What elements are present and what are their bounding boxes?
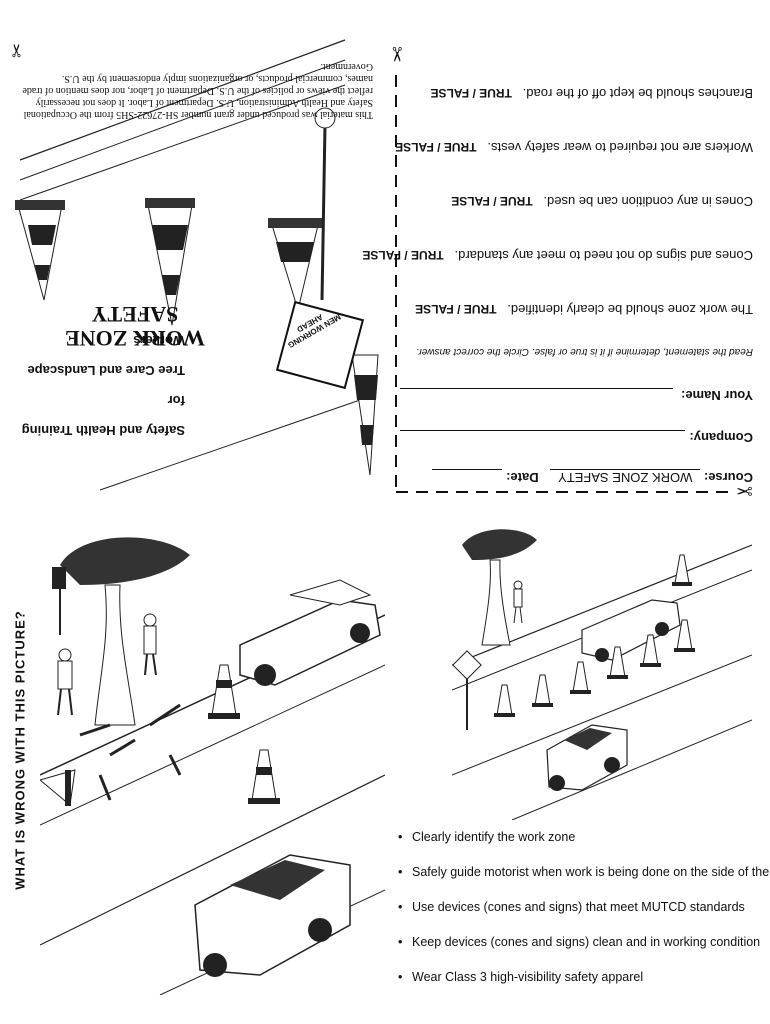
company-input-line[interactable] — [400, 430, 685, 431]
true-false-option[interactable]: TRUE / FALSE — [451, 194, 533, 208]
date-label: Date: — [506, 470, 539, 485]
cone-icon — [145, 198, 195, 326]
cover-illustration: ✂ — [15, 39, 379, 491]
cone-icon — [208, 664, 240, 719]
statement-1: The work zone should be clearly identifi… — [415, 302, 753, 317]
statement-2: Cones and signs do not need to meet any … — [362, 248, 753, 263]
list-item: Use devices (cones and signs) that meet … — [398, 890, 768, 925]
wrong-scene-illustration — [40, 537, 385, 995]
true-false-option[interactable]: TRUE / FALSE — [415, 302, 497, 316]
cone-icon — [268, 218, 322, 312]
cone-icon — [607, 646, 628, 679]
worker-icon — [513, 580, 523, 624]
name-field: Your Name: — [681, 388, 753, 403]
true-false-option[interactable]: TRUE / FALSE — [362, 248, 444, 262]
statement-5: Branches should be kept off of the road.… — [430, 86, 754, 101]
question-text: WHAT IS WRONG WITH THIS PICTURE? — [12, 610, 28, 890]
fallen-cone-icon — [40, 769, 76, 806]
list-item: Safely guide motorist when work is being… — [398, 855, 770, 890]
cone-icon — [15, 200, 65, 301]
cone-icon — [640, 634, 661, 667]
cover-subtitle-line1: Safety and Health Training for — [21, 393, 185, 438]
grant-disclaimer: This material was produced under grant n… — [22, 61, 373, 120]
company-label: Company: — [689, 430, 753, 445]
course-value: WORK ZONE SAFETY — [550, 469, 701, 485]
cone-icon — [674, 619, 695, 652]
cone-icon — [248, 749, 280, 804]
tree-icon — [462, 529, 537, 646]
cone-icon — [351, 354, 379, 476]
name-input-line[interactable] — [400, 388, 673, 389]
course-field: Course: WORK ZONE SAFETY Date: — [432, 469, 753, 485]
tree-icon — [60, 537, 190, 726]
cover-subtitle: Safety and Health Training for Tree Care… — [5, 325, 185, 445]
worker-icon — [57, 648, 73, 716]
cover-subtitle-line2: Tree Care and Landscape Workers — [27, 333, 185, 378]
car-icon — [194, 854, 351, 977]
sign-icon — [452, 650, 482, 730]
scissors-icon: ✂ — [7, 42, 28, 59]
cone-icon — [532, 674, 553, 707]
question-heading: WHAT IS WRONG WITH THIS PICTURE? — [0, 560, 40, 940]
list-item: Wear Class 3 high-visibility safety appa… — [398, 960, 768, 995]
car-icon — [546, 724, 628, 791]
cone-icon — [570, 661, 591, 694]
correct-scene-illustration — [452, 529, 752, 820]
instructions: Read the statement, determine if it is t… — [416, 346, 753, 357]
quiz-panel: Course: WORK ZONE SAFETY Date: Company: … — [362, 40, 765, 495]
cone-icon — [672, 554, 692, 586]
best-practices-list: Clearly identify the work zone Safely gu… — [398, 820, 770, 995]
pickup-truck-icon — [581, 599, 681, 662]
company-field: Company: — [689, 430, 753, 445]
men-working-sign — [275, 300, 365, 390]
name-label: Your Name: — [681, 388, 753, 403]
list-item: Clearly identify the work zone — [398, 820, 768, 855]
cover-panel: ✂ This material was produced under grant… — [0, 0, 385, 500]
statement-3: Cones in any condition can be used. TRUE… — [451, 194, 753, 209]
pickup-truck-icon — [239, 579, 381, 686]
true-false-option[interactable]: TRUE / FALSE — [430, 86, 512, 100]
list-item: Keep devices (cones and signs) clean and… — [398, 925, 768, 960]
cover-title-line2: SAFETY — [91, 302, 179, 327]
statement-4: Workers are not required to wear safety … — [395, 140, 753, 155]
course-label: Course: — [703, 470, 753, 485]
true-false-option[interactable]: TRUE / FALSE — [395, 140, 477, 154]
worker-icon — [143, 613, 157, 676]
cone-icon — [494, 684, 515, 717]
